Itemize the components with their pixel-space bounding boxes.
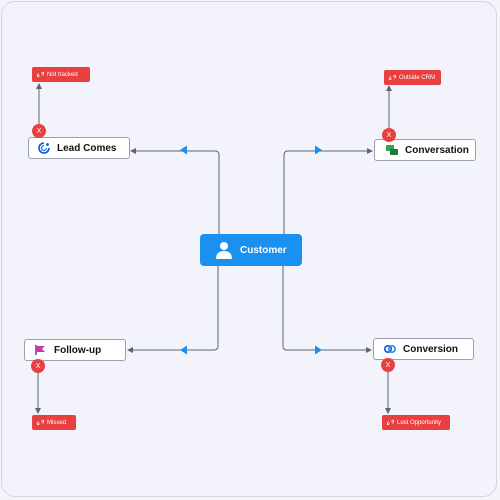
lead-source-icon <box>38 142 50 154</box>
lead-comes-node[interactable]: Lead Comes <box>28 137 130 159</box>
lost-opportunity-tag: Lost Opportunity <box>382 415 450 430</box>
conversation-label: Conversation <box>405 144 469 156</box>
missed-label: Missed <box>47 419 67 426</box>
arrow-conversion <box>315 345 322 355</box>
lead-x-icon: X <box>32 124 46 138</box>
follow-up-node[interactable]: Follow-up <box>24 339 126 361</box>
connector-lead <box>130 148 220 234</box>
arrow-conversation <box>315 145 322 155</box>
follow-up-icon <box>35 344 47 356</box>
conversation-x-icon: X <box>382 128 396 142</box>
chat-icon <box>386 144 398 156</box>
connector-conversation <box>283 148 373 234</box>
arrow-lead <box>180 145 187 155</box>
conversion-icon <box>384 343 396 355</box>
user-icon <box>216 241 232 259</box>
arrow-followup <box>180 345 187 355</box>
broken-link-icon <box>37 71 44 78</box>
followup-x-icon: X <box>31 359 45 373</box>
broken-link-icon <box>37 419 44 426</box>
follow-up-label: Follow-up <box>54 344 102 356</box>
connector-followup <box>127 266 219 353</box>
connector-conversion <box>282 266 372 353</box>
conversion-label: Conversion <box>403 343 459 355</box>
customer-node[interactable]: Customer <box>200 234 302 266</box>
conversion-x-icon: X <box>381 358 395 372</box>
lost-opportunity-label: Lost Opportunity <box>397 419 442 426</box>
conversion-node[interactable]: Conversion <box>373 338 474 360</box>
lead-comes-label: Lead Comes <box>57 142 117 154</box>
missed-tag: Missed <box>32 415 76 430</box>
customer-label: Customer <box>240 244 287 256</box>
conversation-node[interactable]: Conversation <box>374 139 476 161</box>
outside-crm-tag: Outside CRM <box>384 70 441 85</box>
outside-crm-label: Outside CRM <box>399 74 436 81</box>
broken-link-icon <box>389 74 396 81</box>
not-tracked-label: Not tracked <box>47 71 78 78</box>
not-tracked-tag: Not tracked <box>32 67 90 82</box>
broken-link-icon <box>387 419 394 426</box>
